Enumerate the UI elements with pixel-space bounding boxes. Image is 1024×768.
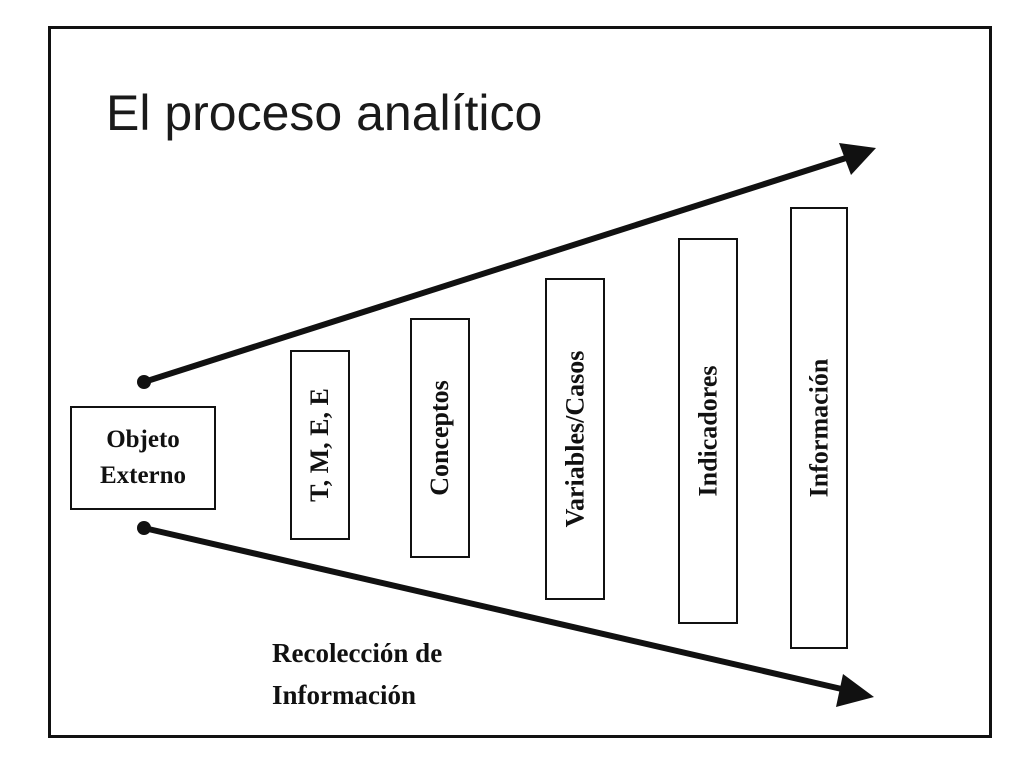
stage-box-informacion: Información (790, 207, 848, 649)
upper-arrow (137, 143, 876, 389)
stage-label-informacion: Información (804, 358, 834, 498)
origin-label: Objeto Externo (100, 422, 186, 494)
stage-box-tmee: T, M, E, E (290, 350, 350, 540)
origin-label-line2: Externo (99, 462, 187, 489)
origin-box: Objeto Externo (70, 406, 216, 510)
lower-arrow-head (836, 674, 874, 707)
stage-label-conceptos: Conceptos (425, 380, 454, 496)
stage-label-indicadores: Indicadores (693, 365, 722, 497)
diagram-title: El proceso analítico (106, 85, 543, 141)
collection-label-line1: Recolección de (272, 638, 443, 668)
stage-label-variables-casos: Variables/Casos (560, 350, 590, 528)
stage-box-indicadores: Indicadores (678, 238, 738, 624)
collection-label-line2: Información (272, 680, 416, 710)
lower-arrow (137, 521, 874, 707)
origin-label-line1: Objeto (106, 426, 180, 453)
stage-box-variables-casos: Variables/Casos (545, 278, 605, 600)
lower-arrow-shaft (143, 525, 847, 693)
stage-box-conceptos: Conceptos (410, 318, 470, 558)
upper-arrow-shaft (143, 155, 847, 385)
stage-label-tmee: T, M, E, E (305, 388, 335, 502)
collection-label: Recolección de Información (272, 632, 442, 716)
upper-arrow-head (839, 143, 876, 175)
